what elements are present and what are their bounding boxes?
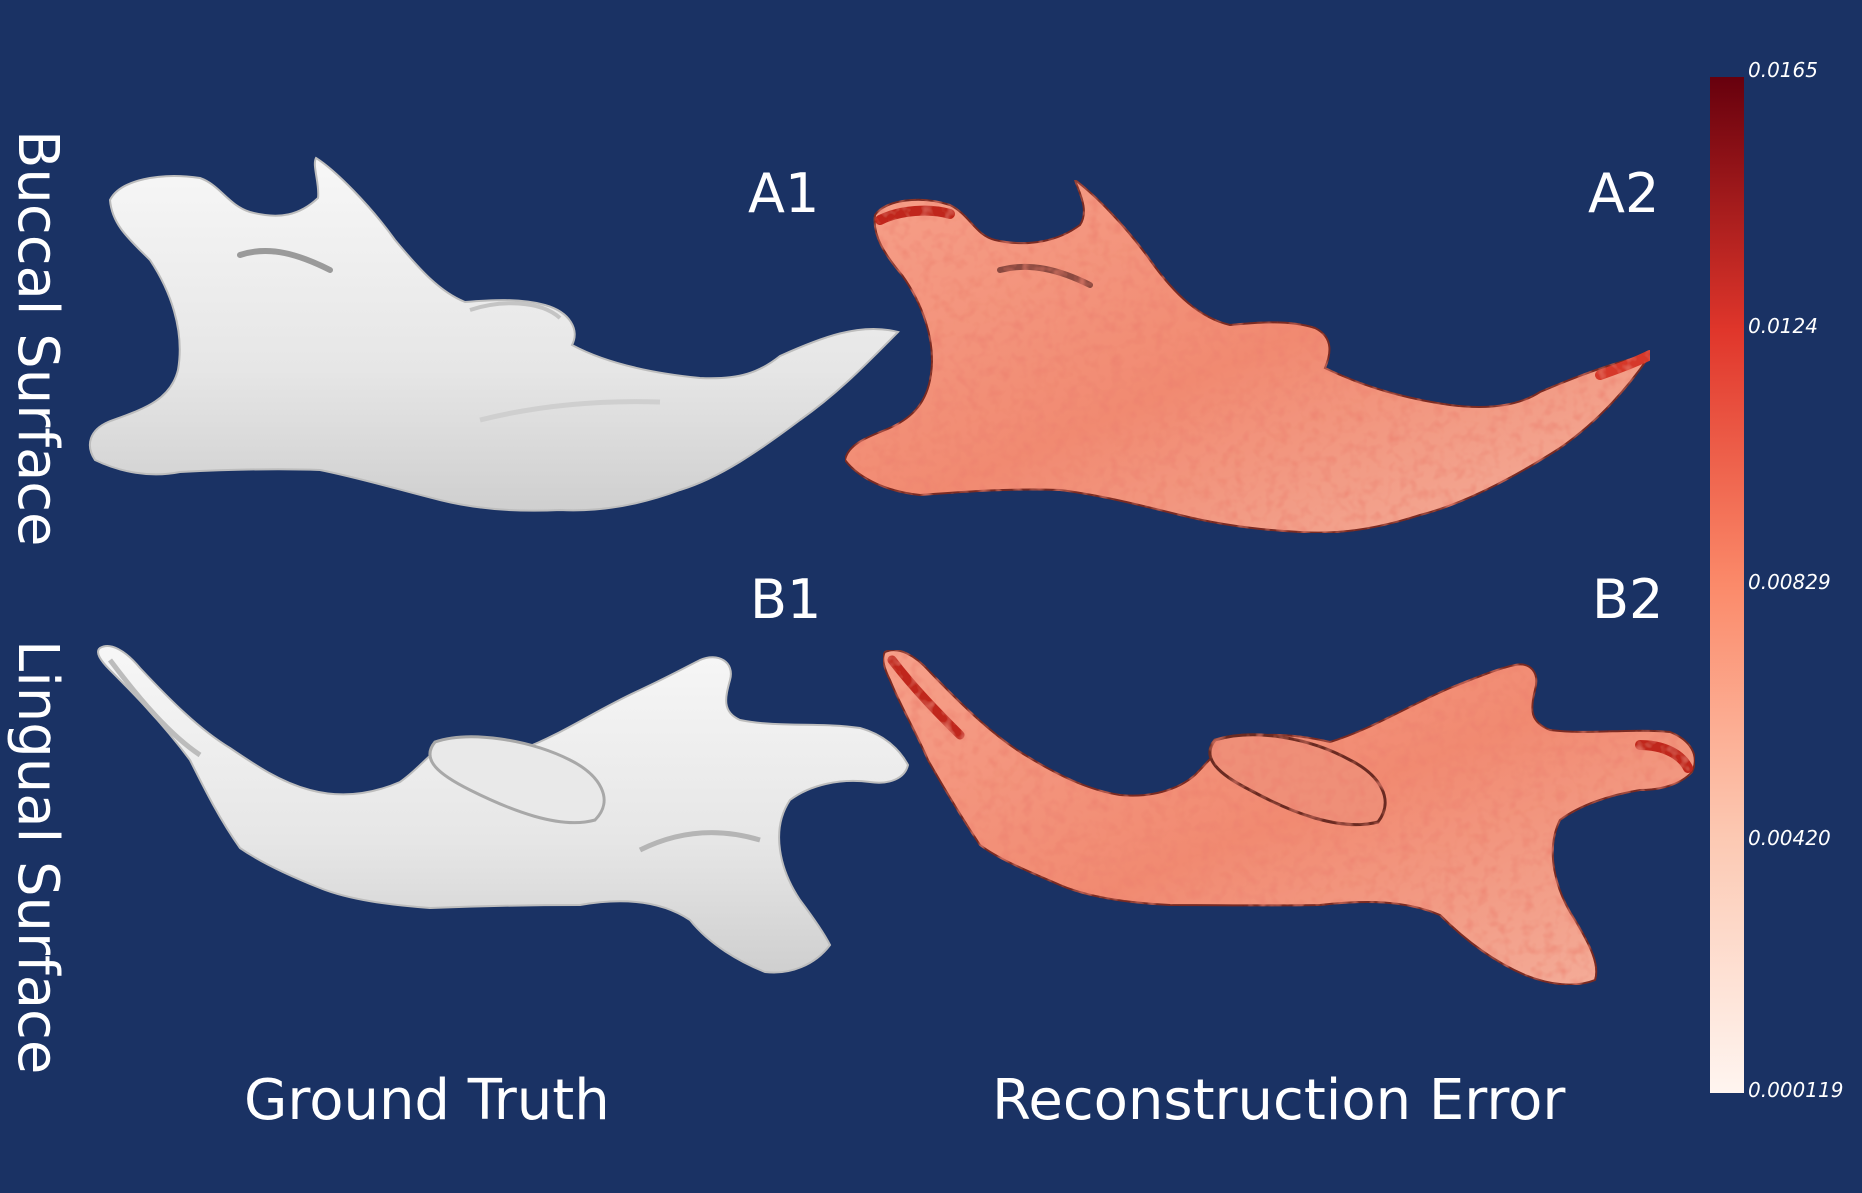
jaw-buccal-ground-truth <box>88 156 900 512</box>
colorbar-tick-2: 0.0124 <box>1748 314 1818 338</box>
colorbar-tick-min: 0.000119 <box>1748 1078 1844 1102</box>
column-label-reconstruction-error: Reconstruction Error <box>992 1068 1566 1133</box>
panel-label-b2: B2 <box>1592 568 1664 631</box>
row-label-lingual: Lingual Surface <box>5 640 70 1075</box>
colorbar <box>1710 77 1744 1093</box>
colorbar-tick-3: 0.00829 <box>1748 570 1831 594</box>
column-label-ground-truth: Ground Truth <box>244 1068 610 1133</box>
jaw-lingual-reconstruction-error <box>882 649 1696 986</box>
jaw-lingual-ground-truth <box>97 645 910 974</box>
colorbar-tick-4: 0.00420 <box>1748 826 1831 850</box>
panel-label-b1: B1 <box>750 568 822 631</box>
row-label-buccal: Buccal Surface <box>5 130 70 547</box>
panel-label-a2: A2 <box>1588 162 1660 225</box>
panel-label-a1: A1 <box>748 162 820 225</box>
jaw-buccal-reconstruction-error <box>843 177 1655 534</box>
colorbar-tick-max: 0.0165 <box>1748 58 1818 82</box>
